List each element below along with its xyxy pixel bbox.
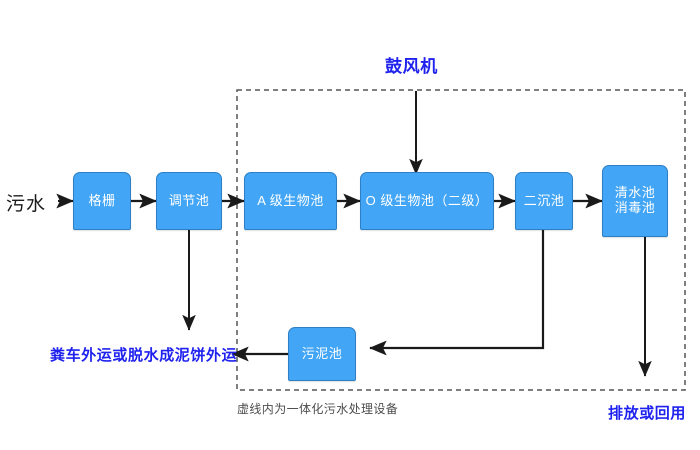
node-clear-water-disinfection-tank[interactable]: 清水池 消毒池 bbox=[602, 165, 668, 237]
arrow-secondary-to-sludge bbox=[369, 230, 545, 356]
node-secondary-clarifier[interactable]: 二沉池 bbox=[515, 172, 573, 230]
node-o-stage-bio-tank[interactable]: O 级生物池（二级） bbox=[360, 172, 494, 230]
label-boundary-caption: 虚线内为一体化污水处理设备 bbox=[237, 402, 399, 416]
node-a-stage-bio-tank[interactable]: A 级生物池 bbox=[244, 172, 337, 230]
label-discharge-or-reuse: 排放或回用 bbox=[608, 405, 687, 422]
node-regulating-tank[interactable]: 调节池 bbox=[156, 172, 222, 230]
label-inlet-wastewater: 污水 bbox=[6, 194, 47, 215]
node-sludge-tank[interactable]: 污泥池 bbox=[288, 327, 356, 381]
node-grille[interactable]: 格栅 bbox=[73, 172, 131, 230]
label-blower: 鼓风机 bbox=[385, 57, 438, 76]
label-sludge-disposal: 粪车外运或脱水成泥饼外运 bbox=[50, 347, 238, 364]
